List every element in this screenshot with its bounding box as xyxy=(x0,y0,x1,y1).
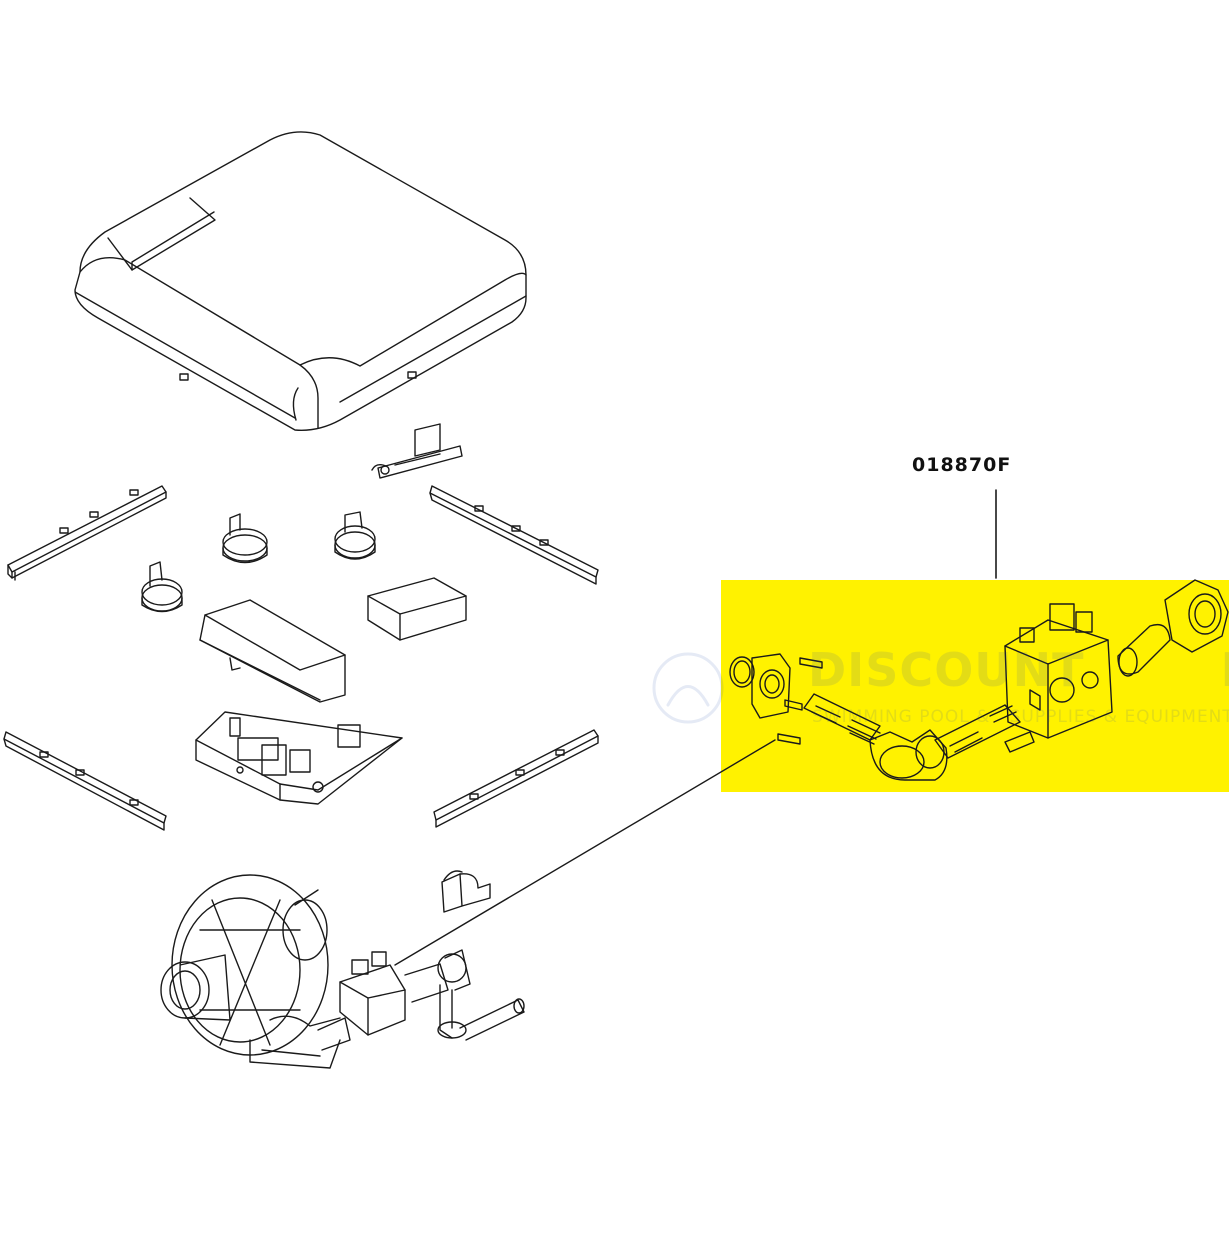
gas-valve-kit xyxy=(729,579,1229,781)
control-board xyxy=(195,711,403,805)
gas-valve-installed xyxy=(317,949,525,1051)
watermark-logo xyxy=(652,652,724,724)
rail-right-bottom xyxy=(433,729,599,828)
rail-left-bottom xyxy=(3,731,167,831)
small-fitting xyxy=(1004,731,1035,753)
top-cover xyxy=(74,131,527,431)
heat-shield-center xyxy=(199,599,346,703)
screw-top xyxy=(799,657,823,669)
rail-left-top xyxy=(7,485,167,581)
highlight-box xyxy=(721,580,1229,792)
pressure-switch-2 xyxy=(334,511,376,560)
heat-shield-right xyxy=(367,577,467,641)
watermark-brand: DISCOUNT MART xyxy=(808,643,1229,697)
screw-bottom xyxy=(777,733,801,745)
pressure-switch-1 xyxy=(222,513,268,564)
union-nut xyxy=(1164,579,1229,653)
callout-leader-line xyxy=(394,739,776,966)
part-number-label: 018870F xyxy=(912,454,1012,476)
pipe-elbow xyxy=(869,729,948,781)
flange xyxy=(751,653,791,719)
mounting-clip xyxy=(441,870,491,913)
pipe-nipple-right xyxy=(934,704,1021,759)
watermark-tagline: SWIMMING POOL & SUPPLIES & EQUIPMENT xyxy=(812,707,1229,727)
blower-assembly xyxy=(160,874,341,1069)
screw-mid xyxy=(784,699,803,711)
rail-right-top xyxy=(429,485,599,585)
sensor-bracket xyxy=(371,423,463,479)
gas-valve-body xyxy=(1004,619,1113,739)
pipe-nipple-left xyxy=(803,693,881,741)
o-ring xyxy=(729,656,755,688)
pressure-switch-3 xyxy=(141,561,183,613)
